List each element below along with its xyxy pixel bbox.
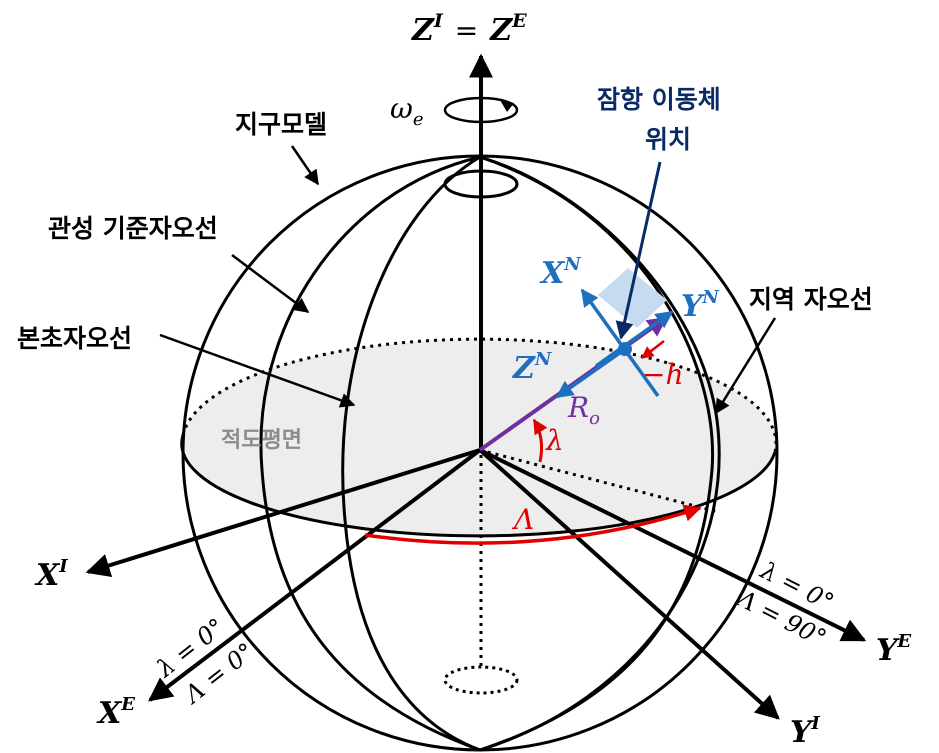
yn-axis [594, 310, 674, 368]
z-axis-label: ZI=ZE [411, 10, 527, 48]
prime-meridian-label: 본초자오선 [17, 324, 132, 353]
vehicle-leader [615, 161, 662, 340]
xe-axis-label: XE [96, 694, 135, 731]
prime-meridian-leader [159, 333, 356, 408]
equator-back-dotted [181, 337, 778, 453]
latitude-label: λ [545, 424, 564, 457]
longitude-arc [364, 504, 702, 545]
depth-arrow [641, 340, 665, 359]
position-vector-label: Ro [567, 391, 600, 429]
xe-axis [148, 448, 482, 702]
rotation-arrow [500, 100, 514, 112]
ye-axis [479, 448, 867, 642]
earth-model-leader [290, 145, 320, 186]
xi-axis [85, 448, 481, 578]
equatorial-plane-front [181, 435, 775, 536]
earth-model-label: 지구모델 [235, 110, 327, 139]
longitude-label: Λ [511, 503, 534, 536]
yn-label: YN [681, 287, 720, 324]
latitude-arc [532, 418, 548, 463]
ye-axis-label: YE [876, 631, 911, 668]
equator-front [180, 434, 777, 538]
yi-axis-label: YI [790, 713, 820, 750]
zn-label: ZN [512, 349, 553, 386]
local-meridian-leader [714, 317, 777, 415]
local-level-tile [598, 268, 667, 328]
local-meridian-label: 지역 자오선 [749, 285, 873, 314]
earth-rotation-label: ωe [390, 92, 424, 130]
yi-axis [478, 448, 780, 720]
south-pole-ring [443, 665, 519, 695]
xn-label: XN [539, 254, 582, 291]
vehicle-label-line2: 위치 [645, 125, 691, 154]
xi-axis-label: XI [34, 556, 68, 593]
inertial-meridian-label: 관성 기준자오선 [48, 214, 218, 243]
equatorial-plane-label: 적도평면 [221, 428, 302, 453]
xn-axis [580, 288, 660, 398]
inertial-meridian [259, 155, 481, 752]
inertial-meridian-leader [231, 254, 310, 313]
zn-axis [555, 348, 626, 399]
vehicle-position-dot [618, 342, 632, 356]
depth-label: −h [642, 358, 684, 391]
rotation-ring [443, 96, 519, 124]
vehicle-label-line1: 잠항 이동체 [597, 85, 721, 114]
right-meridian [479, 155, 715, 752]
equator-radius-dotted [479, 448, 719, 514]
prime-meridian [341, 155, 481, 752]
